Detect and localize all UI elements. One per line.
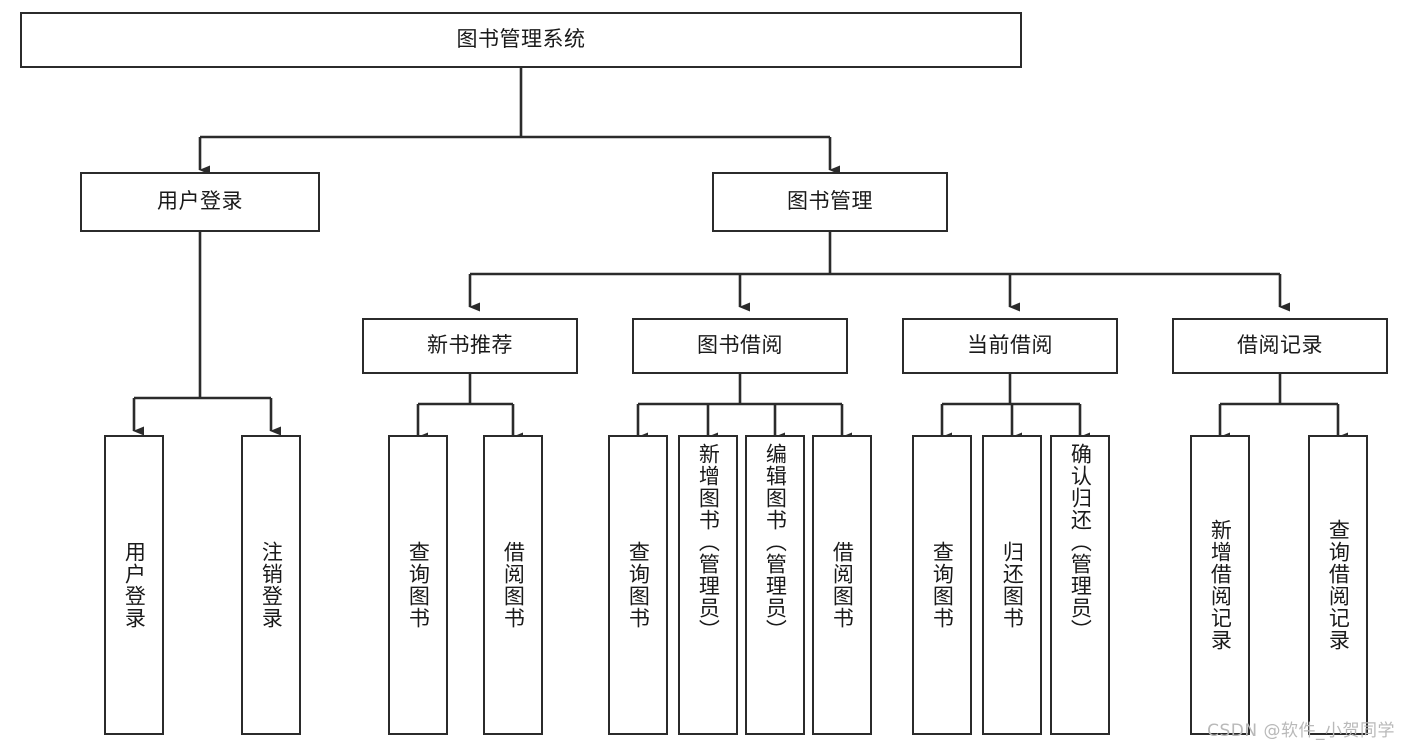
leaf-node-确认归还-管理员-10[interactable]: 确认归还（管理员）	[1050, 435, 1110, 735]
node-label: 用户登录	[122, 541, 147, 629]
leaf-node-新增借阅记录-11[interactable]: 新增借阅记录	[1190, 435, 1250, 735]
leaf-node-编辑图书-管理员-6[interactable]: 编辑图书（管理员）	[745, 435, 805, 735]
node-label: 图书借阅	[697, 333, 783, 358]
node-label: 图书管理	[787, 189, 873, 214]
branch-node-借阅记录-13[interactable]: 借阅记录	[1172, 318, 1388, 374]
node-label: 新书推荐	[427, 333, 513, 358]
root-node-图书管理系统-0[interactable]: 图书管理系统	[20, 12, 1022, 68]
leaf-node-查询借阅记录-12[interactable]: 查询借阅记录	[1308, 435, 1368, 735]
leaf-node-查询图书-2[interactable]: 查询图书	[388, 435, 448, 735]
node-label: 归还图书	[1000, 541, 1025, 629]
leaf-node-借阅图书-3[interactable]: 借阅图书	[483, 435, 543, 735]
node-label: 新增图书（管理员）	[696, 443, 721, 641]
node-label: 借阅图书	[830, 541, 855, 629]
leaf-node-归还图书-9[interactable]: 归还图书	[982, 435, 1042, 735]
leaf-node-新增图书-管理员-5[interactable]: 新增图书（管理员）	[678, 435, 738, 735]
node-label: 用户登录	[157, 189, 243, 214]
node-label: 查询借阅记录	[1326, 519, 1351, 651]
node-label: 查询图书	[930, 541, 955, 629]
leaf-node-查询图书-8[interactable]: 查询图书	[912, 435, 972, 735]
leaf-node-用户登录-0[interactable]: 用户登录	[104, 435, 164, 735]
leaf-node-借阅图书-7[interactable]: 借阅图书	[812, 435, 872, 735]
branch-node-图书借阅-11[interactable]: 图书借阅	[632, 318, 848, 374]
node-label: 借阅记录	[1237, 333, 1323, 358]
node-label: 查询图书	[626, 541, 651, 629]
branch-node-新书推荐-10[interactable]: 新书推荐	[362, 318, 578, 374]
node-label: 编辑图书（管理员）	[763, 443, 788, 641]
node-label: 借阅图书	[501, 541, 526, 629]
node-label: 新增借阅记录	[1208, 519, 1233, 651]
node-label: 确认归还（管理员）	[1068, 443, 1093, 641]
branch-node-用户登录-0[interactable]: 用户登录	[80, 172, 320, 232]
node-label: 查询图书	[406, 541, 431, 629]
branch-node-当前借阅-12[interactable]: 当前借阅	[902, 318, 1118, 374]
leaf-node-注销登录-1[interactable]: 注销登录	[241, 435, 301, 735]
branch-node-图书管理-1[interactable]: 图书管理	[712, 172, 948, 232]
node-label: 当前借阅	[967, 333, 1053, 358]
node-label: 图书管理系统	[456, 27, 586, 52]
leaf-node-查询图书-4[interactable]: 查询图书	[608, 435, 668, 735]
node-label: 注销登录	[259, 541, 284, 629]
connector-lines	[132, 68, 1348, 442]
